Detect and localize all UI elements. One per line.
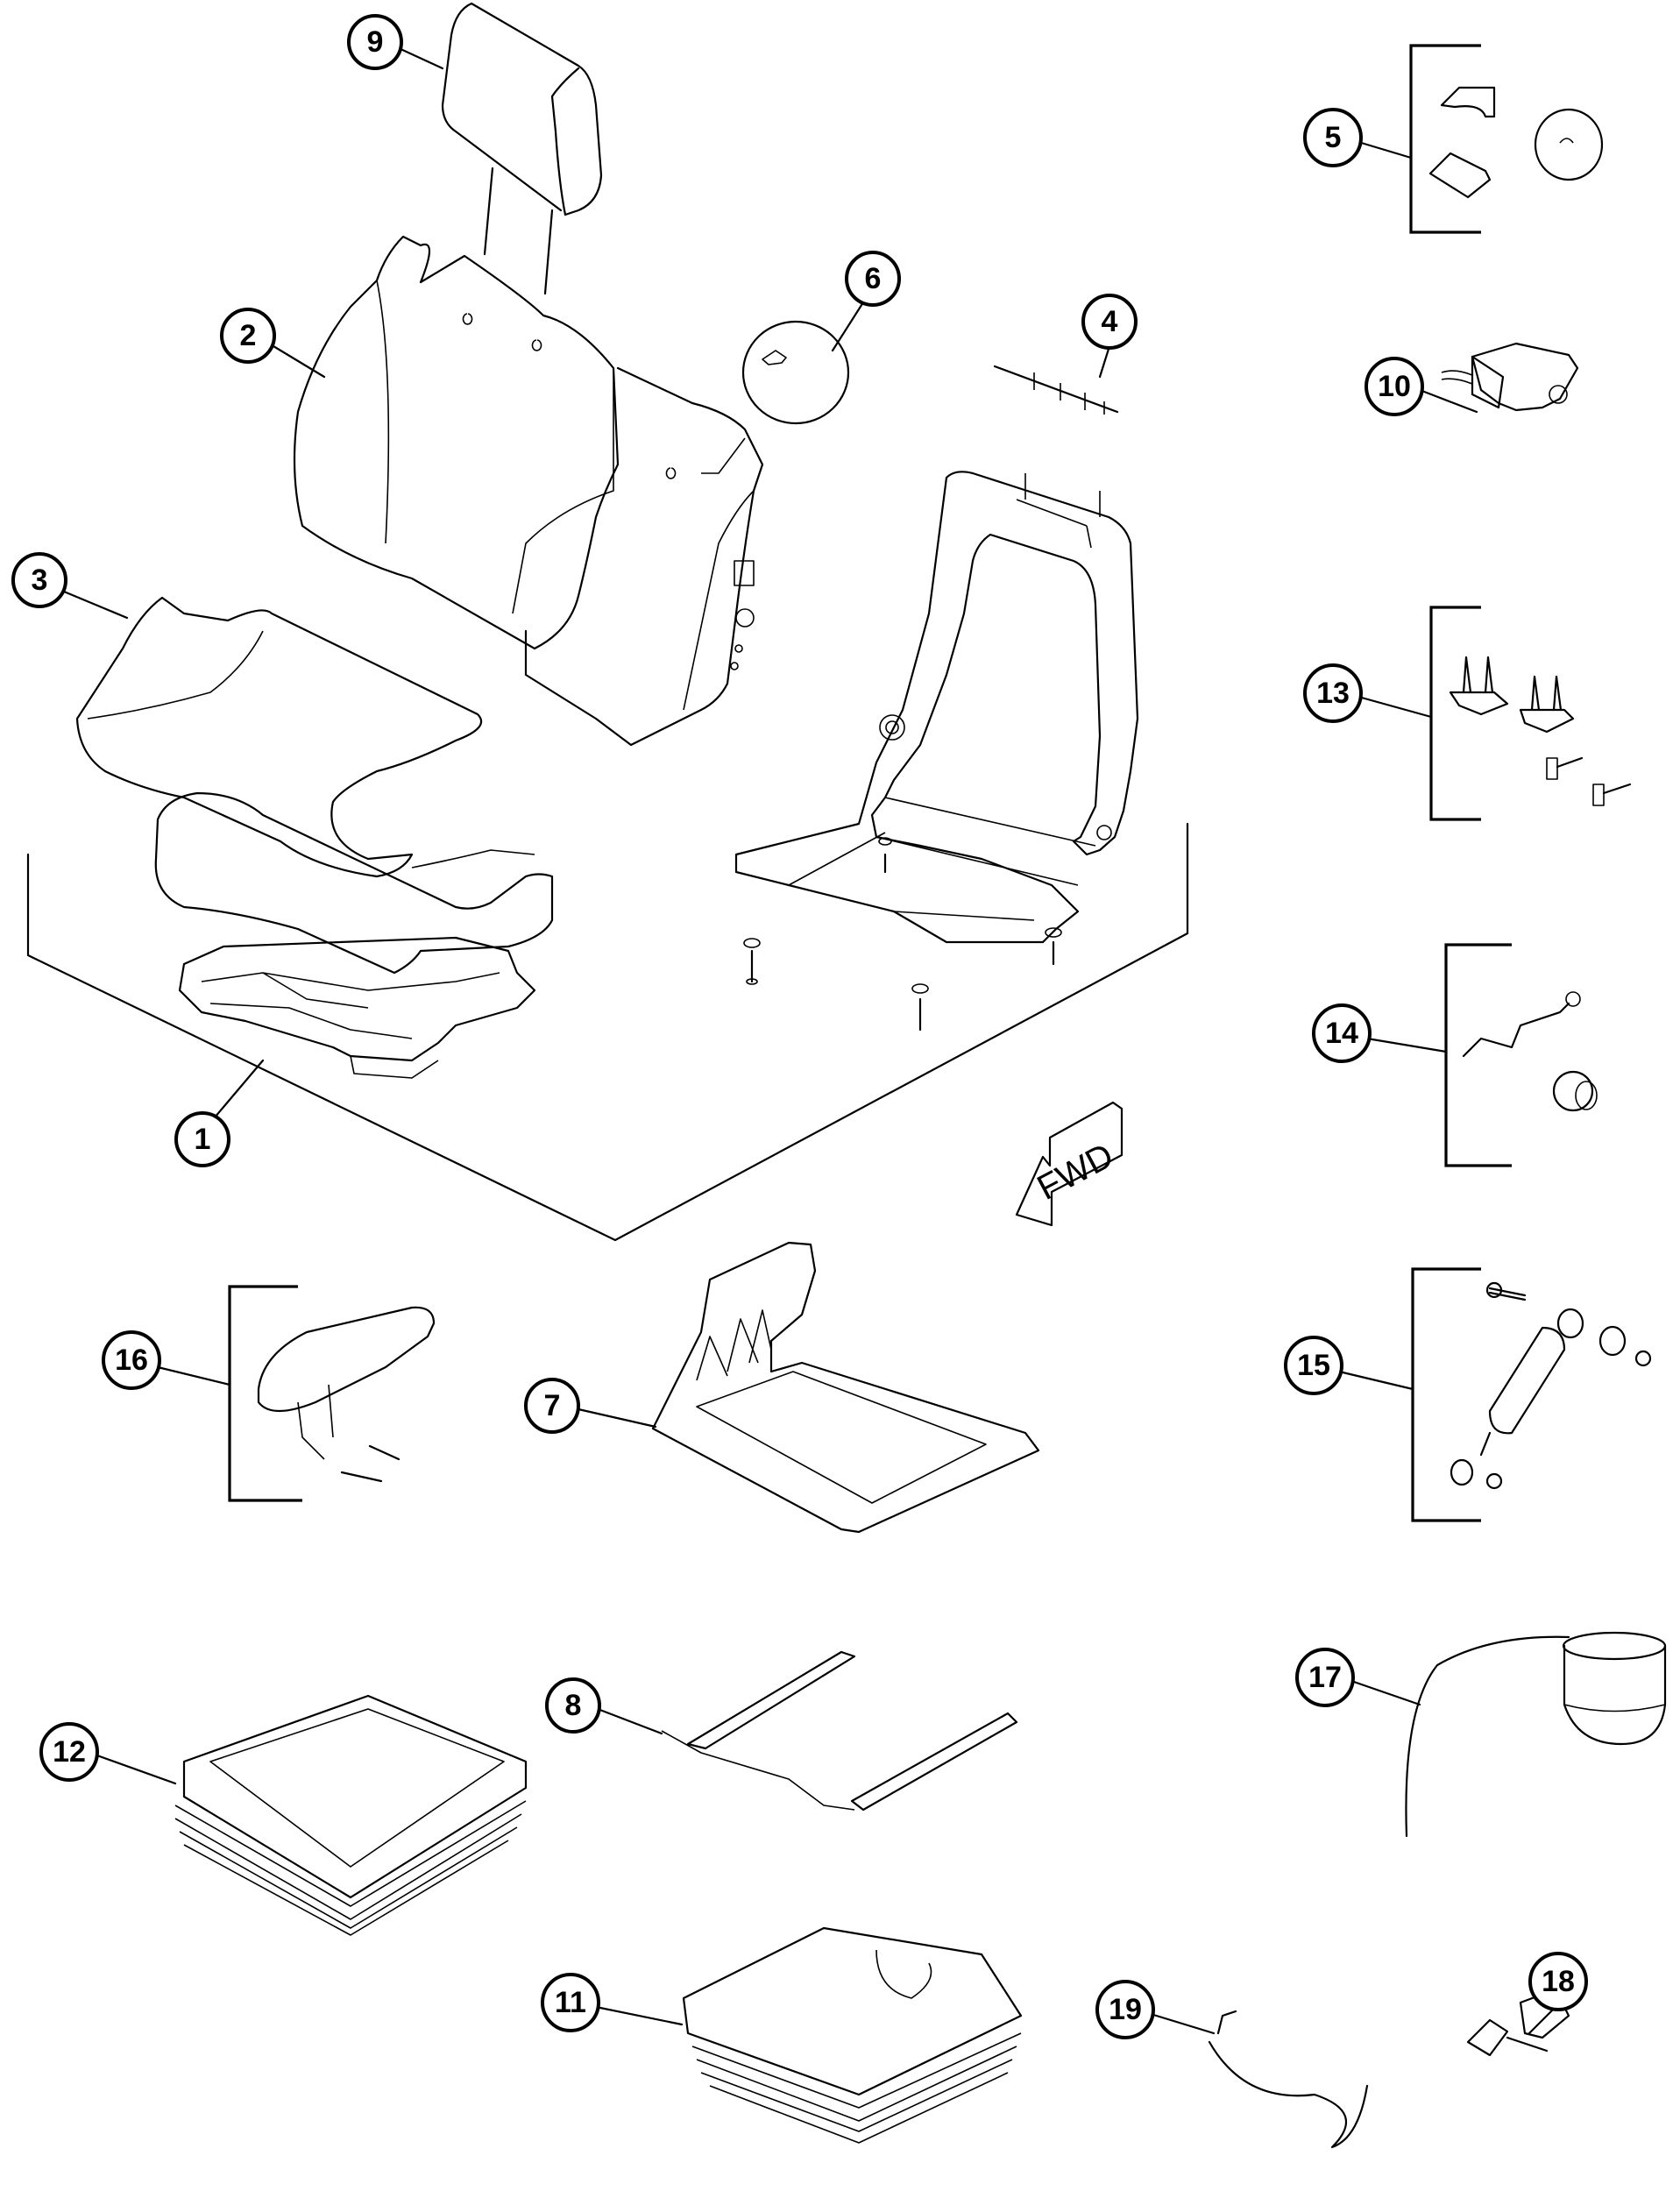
bracket-pin-kit-part xyxy=(1429,606,1632,821)
callout-2: 2 xyxy=(220,308,276,364)
seat-pan-part xyxy=(178,936,536,1079)
svg-text:16: 16 xyxy=(115,1344,148,1377)
wire-strip-part xyxy=(993,365,1119,415)
svg-text:6: 6 xyxy=(865,262,882,295)
svg-text:15: 15 xyxy=(1297,1349,1330,1382)
knob-kit-part xyxy=(1409,44,1604,234)
svg-text:7: 7 xyxy=(544,1389,561,1422)
callout-8: 8 xyxy=(545,1677,601,1734)
wire-harness-part xyxy=(1208,2010,1369,2149)
callout-19: 19 xyxy=(1095,1980,1155,2039)
callout-5: 5 xyxy=(1303,108,1363,167)
fwd-label: FWD xyxy=(1031,1136,1120,1208)
slide-rails-part xyxy=(661,1650,1018,1812)
seat-assembly-bracket-outline xyxy=(26,822,1189,1242)
svg-text:19: 19 xyxy=(1109,1993,1142,2026)
svg-text:4: 4 xyxy=(1102,305,1118,338)
svg-text:5: 5 xyxy=(1325,121,1342,154)
svg-text:1: 1 xyxy=(195,1123,211,1156)
rod-knob-kit-part xyxy=(1444,943,1598,1167)
callout-17: 17 xyxy=(1295,1648,1355,1707)
headrest-part xyxy=(441,2,603,295)
shock-absorber-kit-part xyxy=(1411,1267,1652,1522)
svg-text:2: 2 xyxy=(240,319,257,352)
callout-12: 12 xyxy=(39,1722,99,1782)
svg-text:17: 17 xyxy=(1308,1661,1342,1694)
suspension-base-part xyxy=(682,1926,1023,2144)
svg-text:3: 3 xyxy=(32,564,48,597)
bellows-cover-part xyxy=(174,1694,528,1936)
svg-text:14: 14 xyxy=(1325,1017,1358,1050)
svg-text:10: 10 xyxy=(1378,370,1411,403)
callout-10: 10 xyxy=(1365,357,1424,416)
svg-text:18: 18 xyxy=(1542,1965,1575,1998)
height-sensor-part xyxy=(1405,1631,1667,1838)
round-knob-part xyxy=(741,320,850,425)
backrest-frame-part xyxy=(734,471,1139,944)
callout-6: 6 xyxy=(845,251,901,307)
seat-cushion-part xyxy=(75,596,554,975)
svg-text:9: 9 xyxy=(367,25,384,59)
svg-text:11: 11 xyxy=(555,1986,586,2019)
callout-9: 9 xyxy=(347,14,403,70)
callout-18: 18 xyxy=(1528,1952,1588,2011)
armrest-kit-part xyxy=(228,1285,436,1502)
mounting-bolts xyxy=(743,837,1062,1032)
callout-16: 16 xyxy=(102,1330,161,1390)
mounting-plate-part xyxy=(651,1241,1040,1534)
callout-11: 11 xyxy=(541,1973,600,2032)
callout-1: 1 xyxy=(174,1111,230,1167)
callout-15: 15 xyxy=(1284,1336,1343,1395)
compressor-motor-part xyxy=(1441,342,1579,412)
svg-text:12: 12 xyxy=(53,1735,86,1769)
forward-arrow-icon: FWD xyxy=(1015,1101,1124,1227)
callout-13: 13 xyxy=(1303,663,1363,723)
leader-lines xyxy=(62,46,1557,2035)
callout-7: 7 xyxy=(524,1378,580,1434)
backrest-part xyxy=(293,235,764,747)
svg-text:13: 13 xyxy=(1316,677,1350,710)
callout-3: 3 xyxy=(11,552,67,608)
callout-4: 4 xyxy=(1081,294,1138,350)
callout-14: 14 xyxy=(1312,1003,1372,1063)
svg-text:8: 8 xyxy=(565,1689,582,1722)
